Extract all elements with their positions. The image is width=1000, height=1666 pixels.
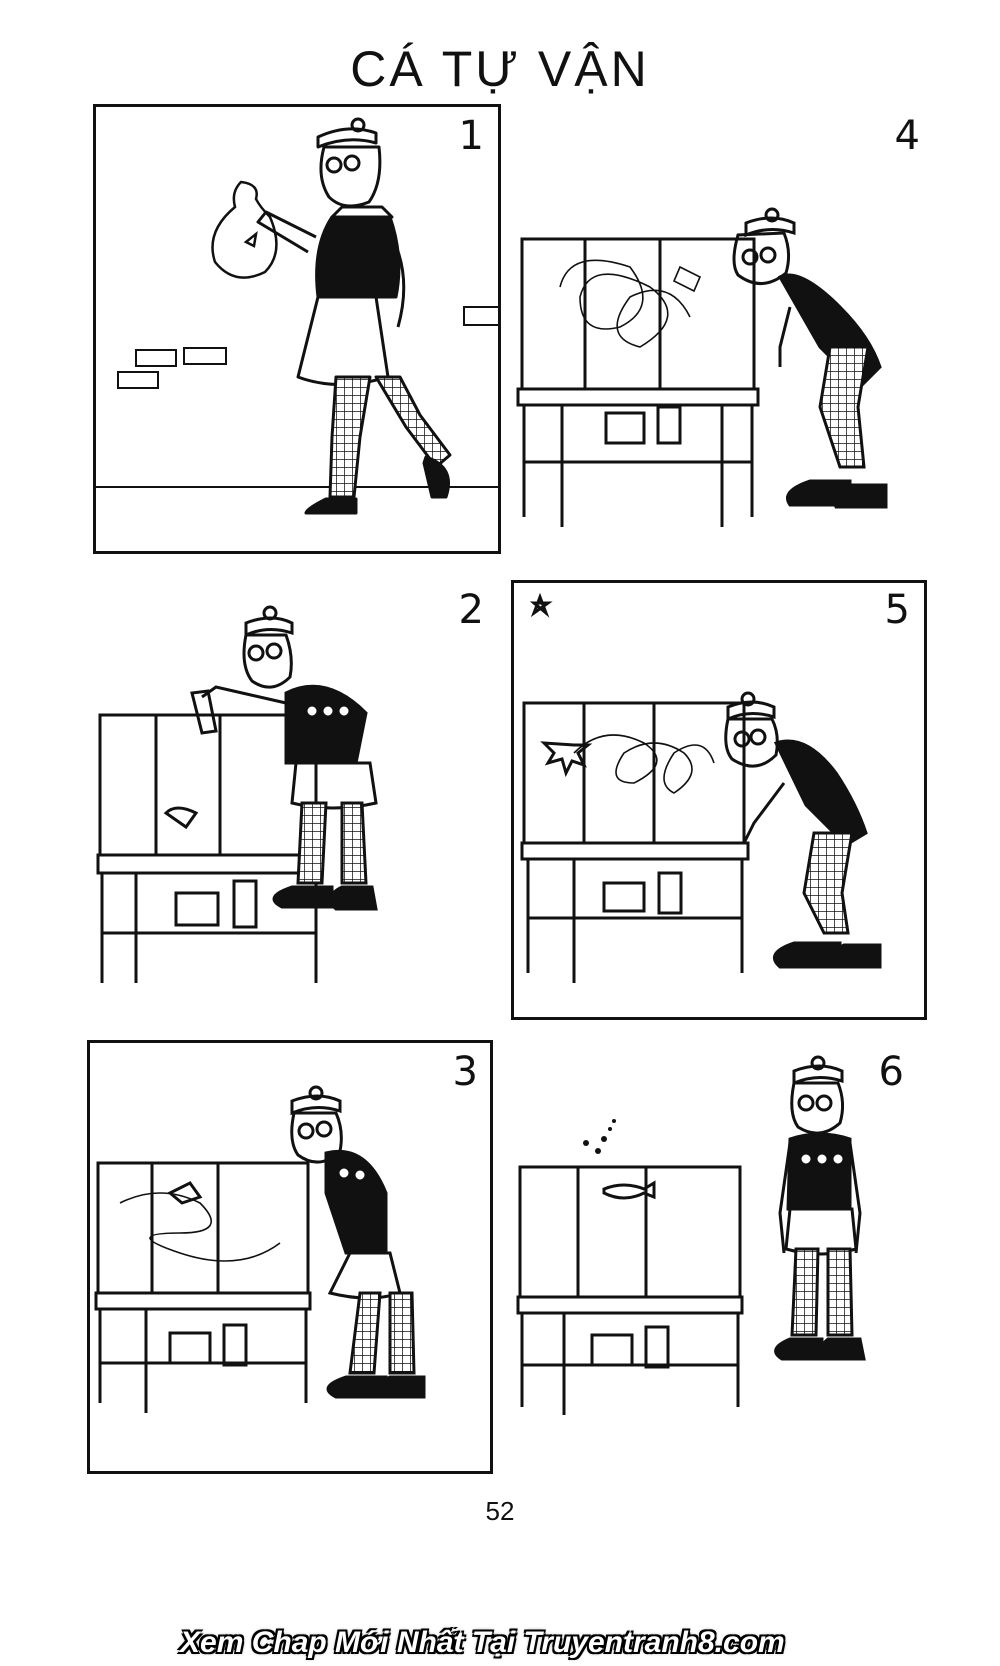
panel-5-illustration: [520, 592, 882, 983]
panel-number-5: 5: [884, 587, 910, 633]
comic-panel-4: 4: [507, 104, 937, 554]
panel-2-illustration: [96, 605, 378, 983]
panel-number-6: 6: [878, 1049, 904, 1095]
panel-number-1: 1: [458, 113, 484, 159]
panel-1-illustration: [96, 117, 498, 515]
panel-3-illustration: [94, 1085, 426, 1413]
comic-panel-1: 1: [93, 104, 501, 554]
comic-panel-3: 3: [87, 1040, 493, 1474]
comic-panel-2: 2: [93, 580, 501, 1002]
comic-panel-5: 5: [511, 580, 927, 1020]
panel-number-2: 2: [458, 587, 484, 633]
panel-6-illustration: [516, 1055, 866, 1415]
page-title: CÁ TỰ VẬN: [350, 41, 650, 97]
page-number: 52: [485, 1496, 515, 1526]
panel-4-illustration: [516, 207, 888, 527]
panel-number-3: 3: [452, 1049, 478, 1095]
watermark-text: Xem Chap Mới Nhất Tại Truyentranh8.com: [180, 1626, 785, 1659]
panel-number-4: 4: [894, 113, 920, 159]
comic-panel-6: 6: [497, 1040, 923, 1474]
